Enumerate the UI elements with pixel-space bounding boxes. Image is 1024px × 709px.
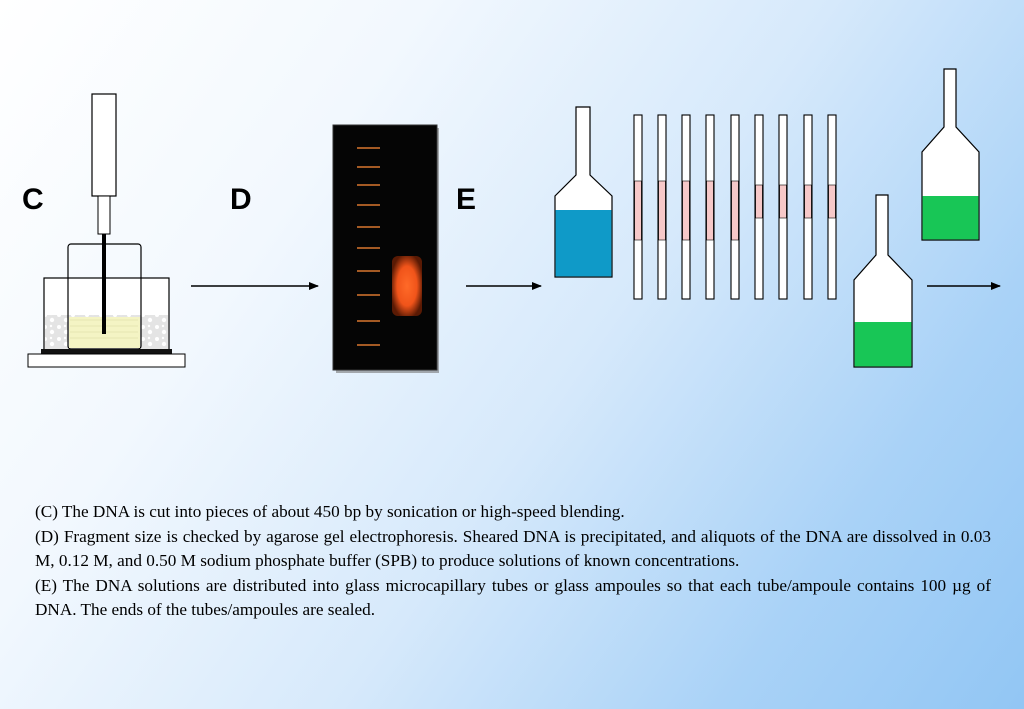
- tube-dna-band: [682, 180, 690, 241]
- green-solution: [854, 322, 912, 367]
- tube-dna-band: [706, 180, 714, 241]
- tube-dna-band: [755, 184, 763, 219]
- step-label-c: C: [22, 183, 44, 216]
- flask-icon: [554, 106, 613, 278]
- flask-icon: [853, 194, 913, 368]
- tube-dna-band: [731, 180, 739, 241]
- capillary-tube-group: [633, 114, 837, 300]
- tube-dna-band: [828, 184, 836, 219]
- blue-solution: [555, 210, 612, 277]
- gel-ladder: [357, 147, 380, 346]
- green-solution: [922, 196, 979, 240]
- step-label-d: D: [230, 183, 252, 216]
- step-label-e: E: [456, 183, 476, 216]
- sonicator-icon: [27, 93, 186, 368]
- caption-e: (E) The DNA solutions are distributed in…: [35, 575, 991, 620]
- tube-dna-band: [658, 180, 666, 241]
- gel-band: [392, 256, 422, 316]
- caption-block: (C) The DNA is cut into pieces of about …: [35, 500, 991, 623]
- tube-dna-band: [804, 184, 812, 219]
- tube-dna-band: [779, 184, 787, 219]
- tube-dna-band: [634, 180, 642, 241]
- gel-icon: [332, 124, 439, 373]
- flask-icon: [921, 68, 980, 241]
- caption-c: (C) The DNA is cut into pieces of about …: [35, 502, 625, 521]
- caption-d: (D) Fragment size is checked by agarose …: [35, 526, 991, 571]
